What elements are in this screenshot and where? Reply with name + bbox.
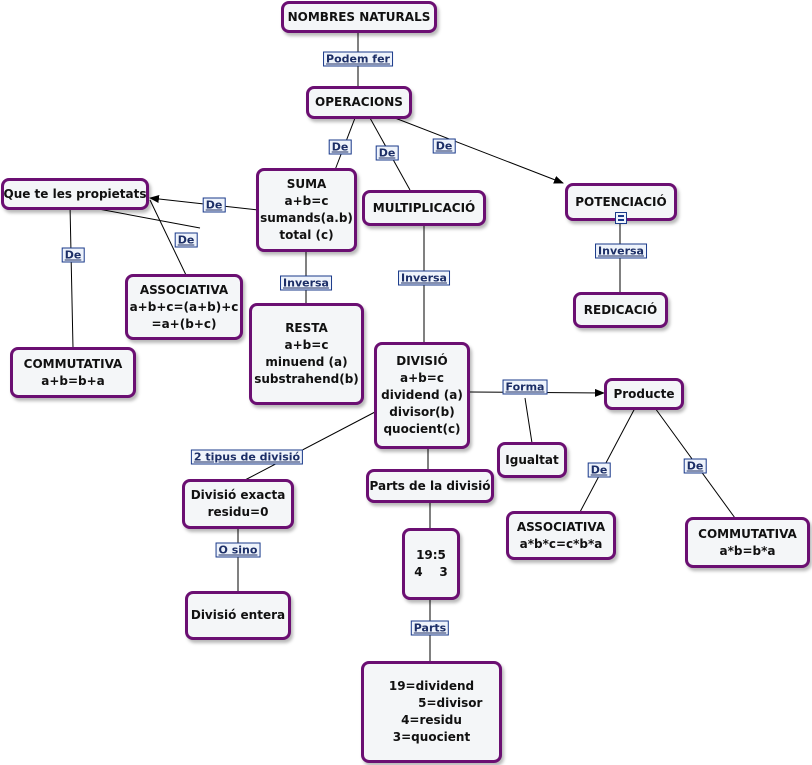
node-text: a*b=b*a bbox=[719, 543, 776, 558]
node-text: ASSOCIATIVA bbox=[516, 519, 606, 534]
link-label-forma[interactable]: Forma bbox=[502, 379, 548, 395]
node-text: a+b+c=(a+b)+c bbox=[129, 299, 239, 314]
node-text: Que te les propietats bbox=[3, 186, 147, 201]
node-text: a+b=b+a bbox=[41, 373, 105, 388]
link-label-de-associativa-producte[interactable]: De bbox=[587, 462, 611, 478]
node-text: total (c) bbox=[279, 228, 334, 242]
sub-map-icon[interactable] bbox=[615, 212, 627, 224]
link-label-de-commutativa-producte[interactable]: De bbox=[683, 458, 707, 474]
node-text: ASSOCIATIVA bbox=[139, 282, 229, 297]
node-text: dividend (a) bbox=[381, 388, 463, 402]
node-resta[interactable]: RESTA a+b=c minuend (a) substrahend(b) bbox=[249, 303, 364, 405]
link-label-de-commutativa[interactable]: De bbox=[61, 247, 85, 263]
node-text: COMMUTATIVA bbox=[698, 526, 797, 541]
link-label-de-propietats[interactable]: De bbox=[202, 197, 226, 213]
link-label-inversa-resta[interactable]: Inversa bbox=[280, 275, 332, 291]
node-text: 5=divisor bbox=[380, 696, 483, 710]
node-divisio-exacta[interactable]: Divisió exacta residu=0 bbox=[182, 479, 294, 529]
link-label-de-suma[interactable]: De bbox=[328, 139, 352, 155]
node-redicacio[interactable]: REDICACIÓ bbox=[573, 292, 668, 328]
link-label-podem-fer[interactable]: Podem fer bbox=[323, 51, 393, 67]
node-text: 19=dividend bbox=[388, 679, 475, 693]
node-text: =a+(b+c) bbox=[151, 316, 217, 331]
link-label-inversa-redicacio[interactable]: Inversa bbox=[595, 243, 647, 259]
link-label-inversa-divisio[interactable]: Inversa bbox=[398, 270, 450, 286]
node-text: Igualtat bbox=[505, 452, 559, 467]
link-label-parts[interactable]: Parts bbox=[410, 620, 450, 636]
node-text: a*b*c=c*b*a bbox=[519, 536, 603, 551]
node-text: divisor(b) bbox=[389, 405, 455, 419]
node-text: minuend (a) bbox=[265, 355, 348, 369]
node-text: SUMA bbox=[286, 177, 327, 191]
link-label-de-multiplicacio[interactable]: De bbox=[375, 145, 399, 161]
node-divisio[interactable]: DIVISIÓ a+b=c dividend (a) divisor(b) qu… bbox=[374, 342, 470, 449]
node-text: a+b=c bbox=[400, 371, 444, 385]
node-text: Parts de la divisió bbox=[369, 478, 491, 493]
node-text: Divisió exacta bbox=[190, 488, 286, 502]
node-text: 4 3 bbox=[414, 565, 448, 579]
node-nombres-naturals[interactable]: NOMBRES NATURALS bbox=[281, 1, 437, 33]
node-text: Producte bbox=[613, 386, 675, 401]
node-suma[interactable]: SUMA a+b=c sumands(a.b) total (c) bbox=[256, 168, 357, 252]
node-associativa-producte[interactable]: ASSOCIATIVA a*b*c=c*b*a bbox=[506, 511, 616, 560]
node-text: quocient(c) bbox=[383, 422, 461, 436]
node-text: RESTA bbox=[285, 321, 328, 335]
node-divisio-entera[interactable]: Divisió entera bbox=[185, 591, 291, 640]
node-text: NOMBRES NATURALS bbox=[287, 9, 431, 24]
node-text: a+b=c bbox=[284, 194, 329, 208]
node-text: sumands(a.b) bbox=[260, 211, 353, 225]
node-text: residu=0 bbox=[207, 505, 269, 519]
node-text: REDICACIÓ bbox=[583, 302, 658, 317]
node-text: DIVISIÓ bbox=[396, 354, 448, 368]
node-text: POTENCIACIÓ bbox=[575, 194, 667, 209]
link-label-o-sino[interactable]: O sino bbox=[215, 542, 261, 558]
node-text: 19:5 bbox=[416, 548, 446, 562]
node-parts-divisio[interactable]: Parts de la divisió bbox=[366, 469, 494, 503]
node-text: 3=quocient bbox=[392, 730, 471, 744]
node-operacions[interactable]: OPERACIONS bbox=[306, 86, 412, 119]
node-propietats[interactable]: Que te les propietats bbox=[1, 178, 149, 210]
node-commutativa-suma[interactable]: COMMUTATIVA a+b=b+a bbox=[10, 347, 136, 398]
node-associativa-suma[interactable]: ASSOCIATIVA a+b+c=(a+b)+c =a+(b+c) bbox=[125, 274, 243, 340]
node-text: 4=residu bbox=[401, 713, 462, 727]
node-exemple-divisio[interactable]: 19:5 4 3 bbox=[402, 528, 460, 600]
node-text: substrahend(b) bbox=[254, 372, 359, 386]
node-multiplicacio[interactable]: MULTIPLICACIÓ bbox=[362, 190, 486, 226]
node-commutativa-producte[interactable]: COMMUTATIVA a*b=b*a bbox=[685, 517, 810, 568]
node-text: Divisió entera bbox=[190, 608, 286, 622]
link-label-tipus-divisio[interactable]: 2 tipus de divisió bbox=[190, 449, 304, 465]
node-text: MULTIPLICACIÓ bbox=[372, 200, 476, 215]
node-igualtat[interactable]: Igualtat bbox=[497, 442, 567, 478]
node-text: OPERACIONS bbox=[315, 95, 403, 109]
node-resultat-divisio[interactable]: 19=dividend 5=divisor 4=residu 3=quocien… bbox=[361, 661, 502, 763]
link-label-de-potenciacio[interactable]: De bbox=[432, 138, 456, 154]
link-label-de-associativa[interactable]: De bbox=[174, 232, 198, 248]
node-text: a+b=c bbox=[284, 338, 329, 352]
node-producte[interactable]: Producte bbox=[604, 378, 684, 410]
node-text: COMMUTATIVA bbox=[23, 356, 123, 371]
